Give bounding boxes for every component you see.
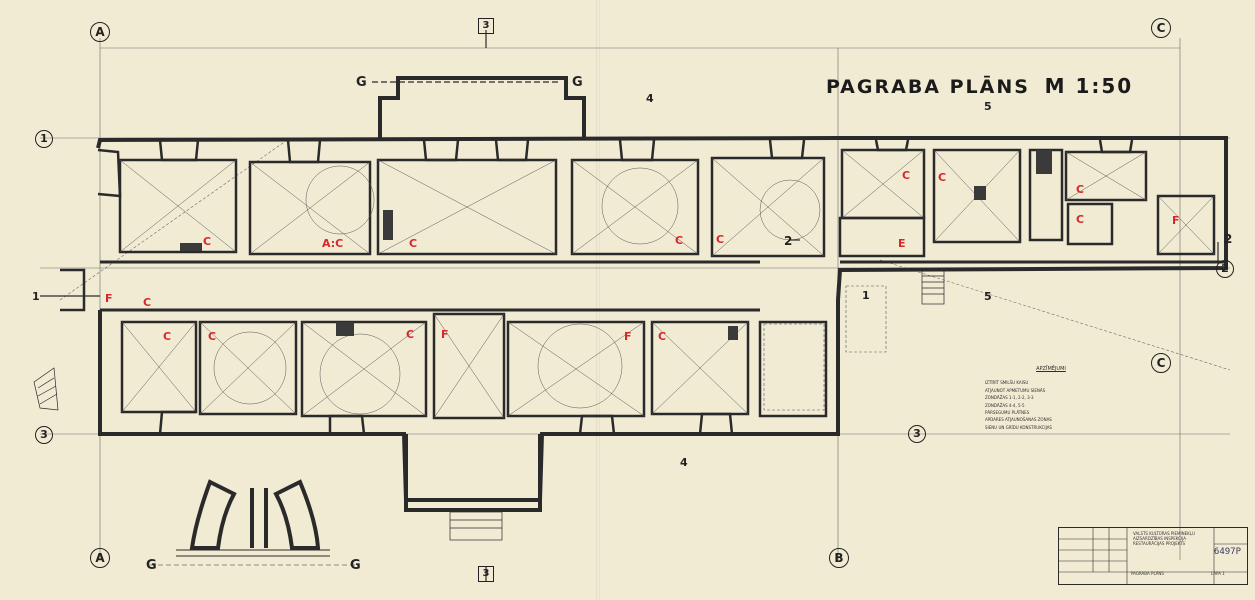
axis-c-top: C bbox=[1151, 18, 1171, 38]
legend: APZĪMĒJUMI IZTĪRĪT SMILŠU KAISU ATJAUNOT… bbox=[985, 366, 1135, 431]
axis-a-top: A bbox=[90, 22, 110, 42]
title-block-org: VALSTS KULTŪRAS PIEMINEKĻU AIZSARDZĪBAS … bbox=[1133, 531, 1213, 546]
room-code: C bbox=[938, 171, 947, 184]
section-1-mid: 1 bbox=[862, 289, 870, 302]
room-code: F bbox=[624, 330, 632, 343]
room-code: C bbox=[409, 237, 418, 250]
axis-c-right: C bbox=[1151, 353, 1171, 373]
legend-item: PĀRSEGUMU PLĀTNES bbox=[985, 410, 1030, 416]
axis-3-left: 3 bbox=[35, 426, 53, 444]
room-code: C bbox=[1076, 183, 1085, 196]
axis-3-mid: 3 bbox=[908, 425, 926, 443]
axis-2-right: 2 bbox=[1216, 260, 1234, 278]
section-1-left: 1 bbox=[32, 290, 40, 303]
title-block-row: VALSTS KULTŪRAS PIEMINEKĻU AIZSARDZĪBAS … bbox=[1133, 531, 1195, 541]
room-code: E bbox=[898, 237, 906, 250]
room-code: C bbox=[406, 328, 415, 341]
section-g-detail-left: G bbox=[146, 558, 157, 573]
room-code: F bbox=[1172, 214, 1180, 227]
section-g-right: G bbox=[572, 75, 583, 90]
legend-item: ATJAUNOT APMETUMU SIENĀS bbox=[985, 387, 1046, 393]
section-2-right: 2 bbox=[1224, 232, 1233, 246]
legend-item: APDARES ATJAUNOŠANAS ZONAS bbox=[985, 417, 1052, 423]
room-code: C bbox=[675, 234, 684, 247]
room-code: C bbox=[208, 330, 217, 343]
page-title: PAGRABA PLĀNS M 1:50 bbox=[826, 74, 1133, 98]
legend-title: APZĪMĒJUMI bbox=[1036, 366, 1066, 372]
drawing-number: 6497P bbox=[1213, 547, 1241, 557]
section-5-bottom: 5 bbox=[984, 290, 992, 303]
room-code: C bbox=[143, 296, 152, 309]
legend-item: IZTĪRĪT SMILŠU KAISU bbox=[985, 380, 1029, 386]
room-code: C bbox=[1076, 213, 1085, 226]
axis-b-bottom: B bbox=[829, 548, 849, 568]
axis-1-left: 1 bbox=[35, 130, 53, 148]
section-g-detail-right: G bbox=[350, 558, 361, 573]
section-5-top: 5 bbox=[984, 100, 992, 113]
title-text: PAGRABA PLĀNS bbox=[826, 76, 1030, 98]
title-block: VALSTS KULTŪRAS PIEMINEKĻU AIZSARDZĪBAS … bbox=[1058, 527, 1248, 585]
title-scale: M 1:50 bbox=[1044, 74, 1134, 98]
room-code: F bbox=[441, 328, 449, 341]
legend-item: ZONDĀŽAS 4-4, 5-5 bbox=[985, 402, 1025, 408]
room-code: C bbox=[902, 169, 911, 182]
room-code: A:C bbox=[322, 237, 344, 250]
room-code: F bbox=[105, 292, 113, 305]
section-4-top: 4 bbox=[646, 92, 654, 105]
room-code: C bbox=[716, 233, 725, 246]
section-4-bottom: 4 bbox=[680, 456, 688, 469]
room-code: C bbox=[203, 235, 212, 248]
title-block-label: PAGRABA PLĀNS bbox=[1131, 571, 1164, 576]
section-2-mid: 2 bbox=[784, 234, 793, 248]
room-code: C bbox=[163, 330, 172, 343]
section-g-left: G bbox=[356, 75, 367, 90]
section-3-top: 3 bbox=[478, 18, 494, 34]
room-code: C bbox=[658, 330, 667, 343]
section-3-bottom: 3 bbox=[478, 566, 494, 582]
paper-fold bbox=[596, 0, 600, 600]
axis-a-bottom: A bbox=[90, 548, 110, 568]
legend-item: SIENU UN GRĪDU KONSTRUKCIJAS bbox=[985, 424, 1052, 430]
title-block-grid bbox=[1059, 528, 1247, 584]
title-block-sheet: LAPA 1 bbox=[1211, 571, 1225, 576]
legend-item: ZONDĀŽAS 1-1, 2-2, 3-3 bbox=[985, 395, 1034, 401]
title-block-row: RESTAURĀCIJAS PROJEKTS bbox=[1133, 541, 1186, 546]
